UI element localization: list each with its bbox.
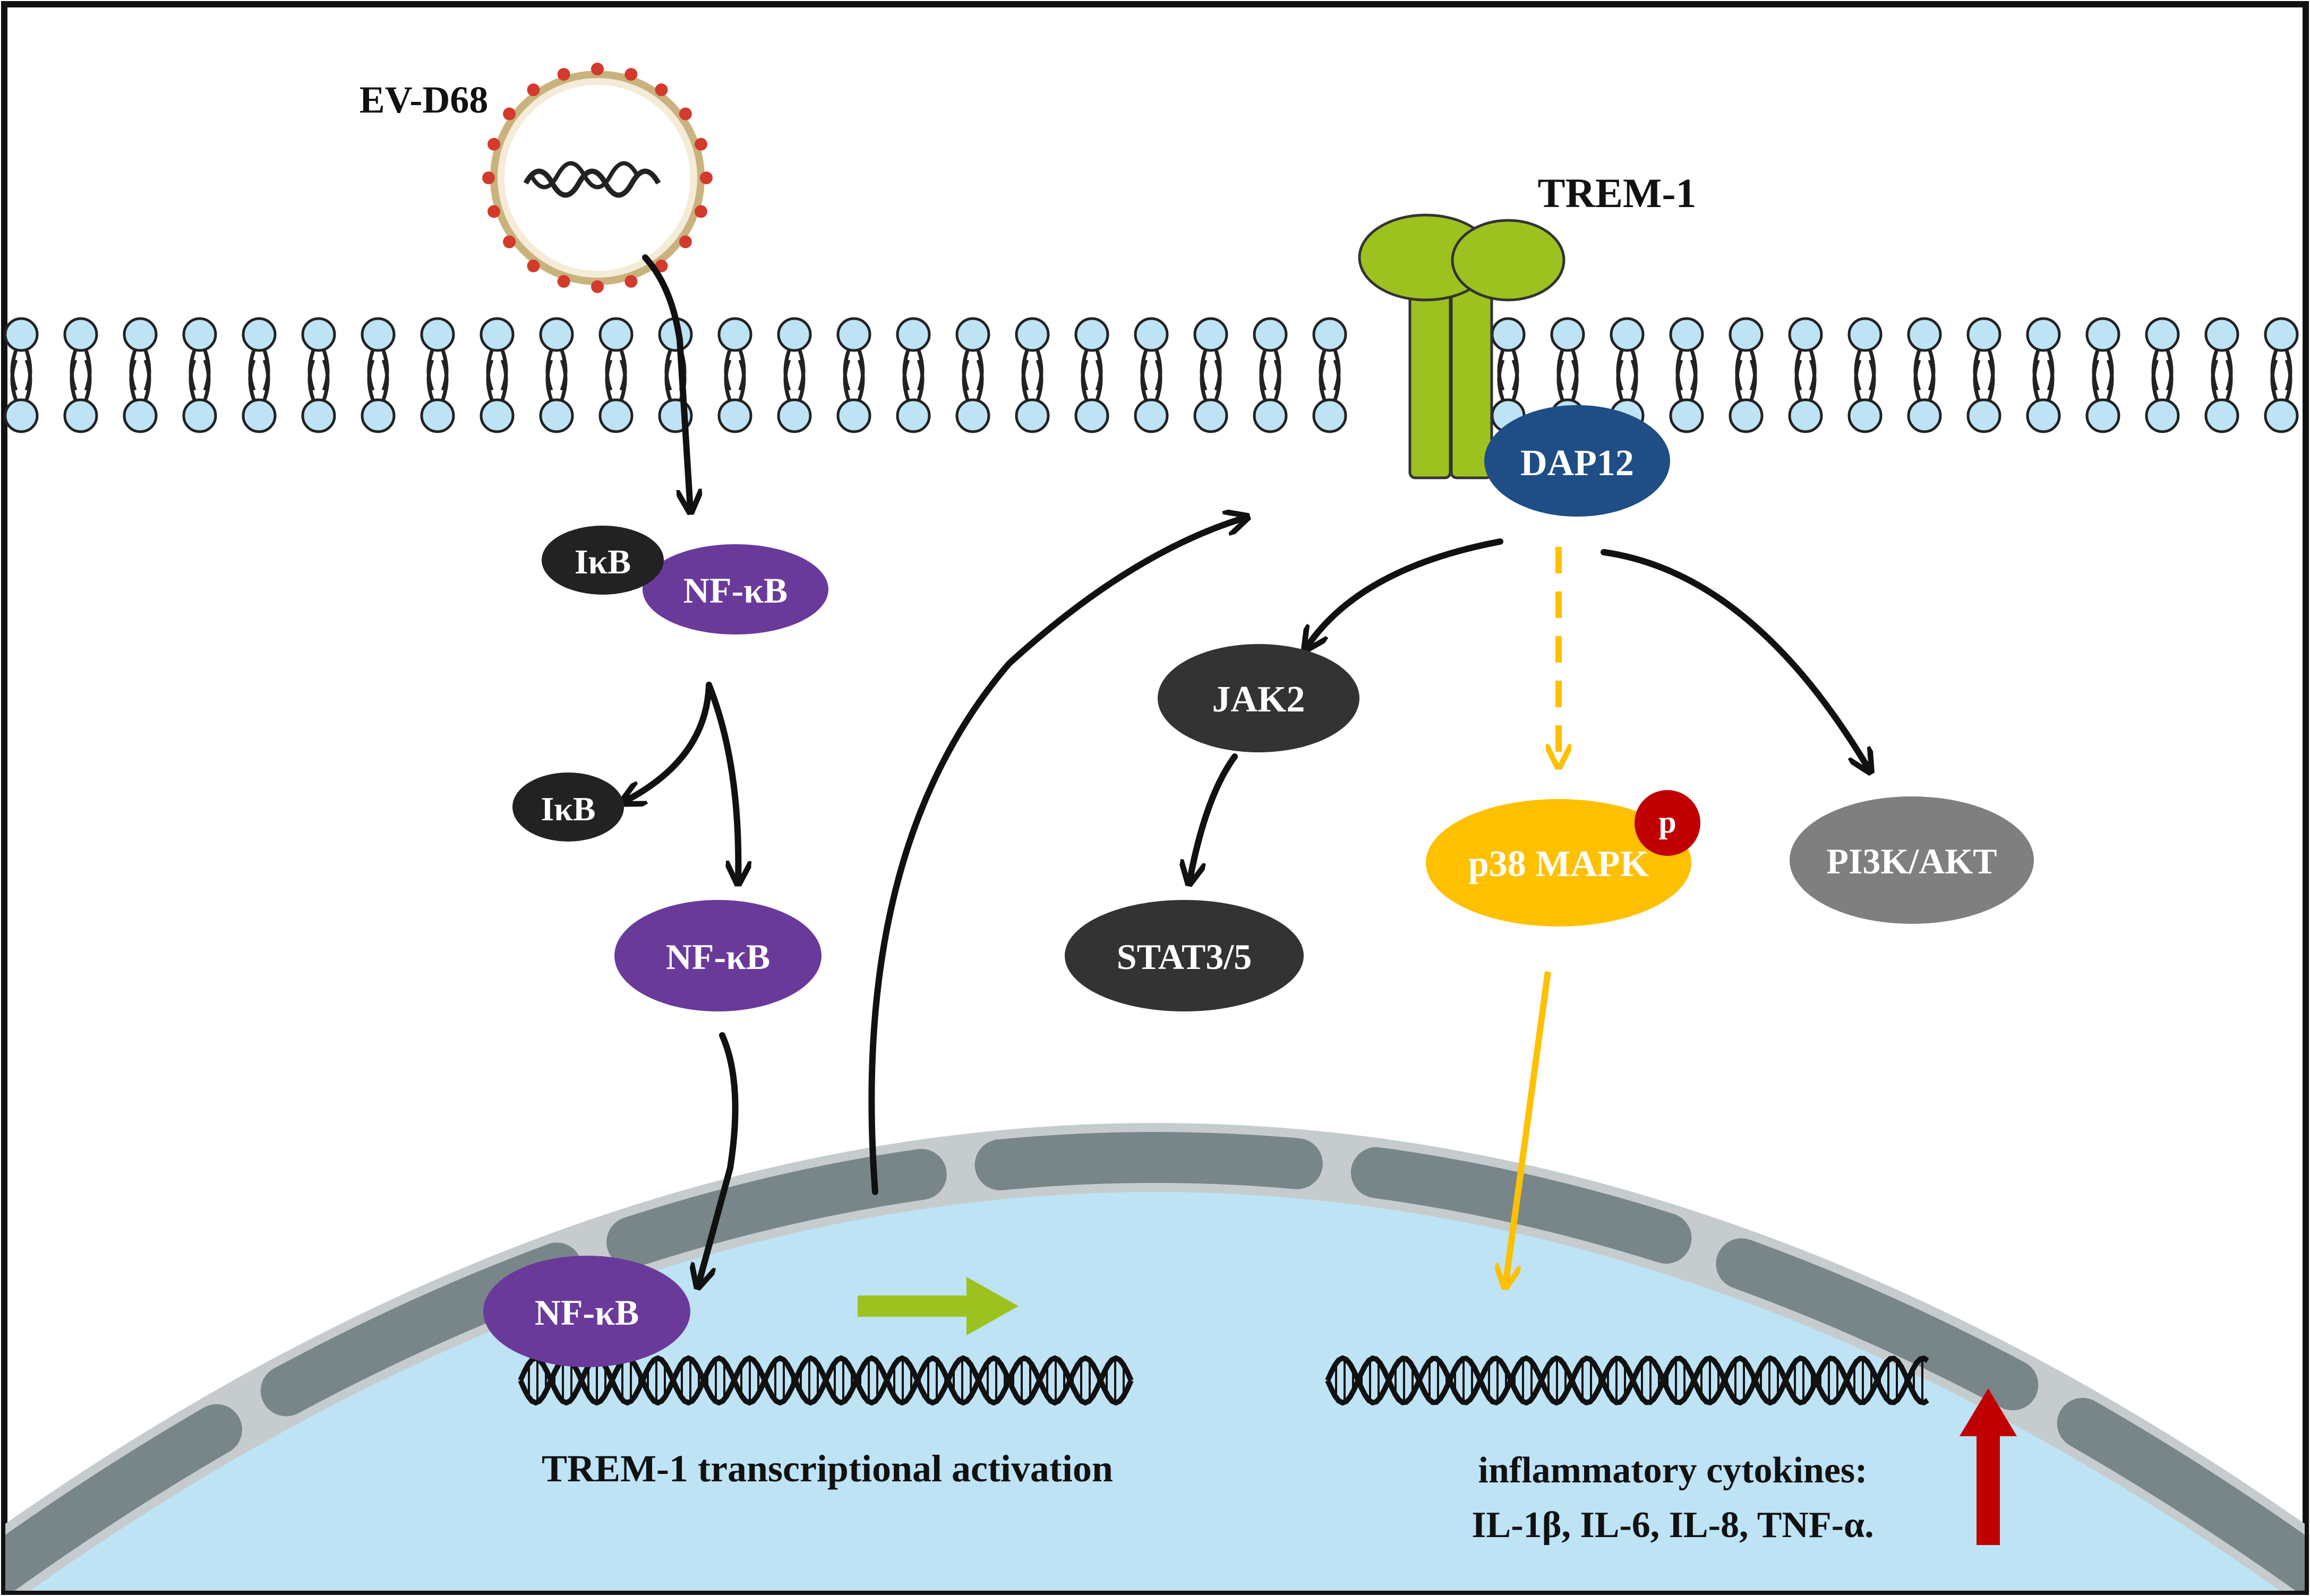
jak2-label: JAK2	[1212, 679, 1305, 720]
arrow-jak2-to-stat	[1190, 753, 1238, 881]
arrow-complex-to-ikb	[624, 682, 712, 802]
dna-helix-right-icon	[1325, 1355, 1929, 1406]
trem1-receptor	[1358, 213, 1565, 479]
ikb-free-label: IκB	[541, 790, 595, 828]
dap12-label: DAP12	[1520, 443, 1634, 484]
transcription-arrow-icon	[858, 1277, 1019, 1335]
p38-label: p38 MAPK	[1468, 844, 1649, 885]
phospho-badge	[1635, 790, 1700, 856]
arrow-dap12-to-pi3k	[1601, 549, 1869, 770]
nfkb-free-node	[614, 900, 822, 1011]
arrow-p38-to-nucleus	[1505, 971, 1551, 1285]
p38-node	[1426, 799, 1691, 926]
cytokines-caption-line1: inflammatory cytokines:	[1478, 1450, 1868, 1491]
trem1-label: TREM-1	[1538, 170, 1697, 216]
nfkb-nucleus-label: NF-κB	[535, 1292, 639, 1333]
pi3k-node	[1790, 796, 2034, 924]
nfkb-complex-node	[643, 544, 828, 634]
pi3k-label: PI3K/AKT	[1826, 841, 1997, 881]
upregulation-arrow-icon	[1960, 1388, 2017, 1545]
nfkb-nucleus-node	[483, 1256, 690, 1367]
arrow-dap12-to-jak2	[1306, 538, 1503, 648]
arrow-virus-to-nfkb	[642, 254, 690, 510]
nfkb-free-label: NF-κB	[666, 937, 770, 977]
arrow-transcription-to-membrane	[868, 518, 1245, 1195]
stat-label: STAT3/5	[1117, 937, 1252, 977]
ev-d68-label: EV-D68	[360, 79, 489, 121]
jak2-node	[1158, 644, 1359, 752]
ikb-complex-label: IκB	[575, 543, 631, 581]
dap12-node	[1484, 405, 1670, 517]
nfkb-complex-label: NF-κB	[683, 570, 788, 611]
stat-node	[1065, 900, 1304, 1011]
cytokines-caption-line2: IL-1β, IL-6, IL-8, TNF-α.	[1471, 1505, 1873, 1546]
arrow-nfkb-to-nucleus	[698, 1032, 739, 1285]
ikb-complex-node	[542, 526, 664, 595]
transcription-caption: TREM-1 transcriptional activation	[542, 1447, 1113, 1490]
arrow-complex-to-nfkb	[706, 682, 738, 881]
cell-membrane	[4, 317, 2299, 433]
ev-d68-virus-icon	[482, 63, 713, 293]
nuclear-envelope	[5, 1132, 2305, 1591]
phospho-label: p	[1658, 804, 1676, 839]
ikb-free-node	[512, 773, 624, 842]
